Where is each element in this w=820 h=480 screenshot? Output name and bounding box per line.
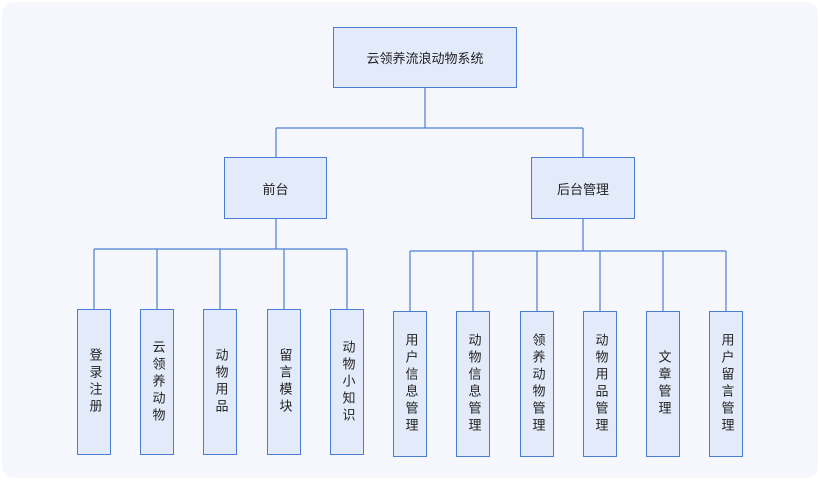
backend-child-node: 动物用品管理 <box>583 311 617 457</box>
frontend-child-node: 动物小知识 <box>330 309 364 455</box>
backend-child-label: 动物信息管理 <box>465 333 481 435</box>
frontend-child-label: 动物小知识 <box>339 339 355 425</box>
backend-node-label: 后台管理 <box>556 182 609 198</box>
frontend-child-node: 登录注册 <box>77 309 111 455</box>
backend-child-label: 用户信息管理 <box>402 333 418 435</box>
frontend-node-label: 前台 <box>262 182 289 198</box>
frontend-child-label: 留言模块 <box>276 348 292 416</box>
backend-child-node: 领养动物管理 <box>520 311 554 457</box>
backend-node: 后台管理 <box>531 157 635 219</box>
frontend-child-node: 动物用品 <box>203 309 237 455</box>
backend-child-node: 用户信息管理 <box>393 311 427 457</box>
frontend-child-node: 云领养动物 <box>140 309 174 455</box>
backend-child-node: 文章管理 <box>646 311 680 457</box>
backend-child-node: 用户留言管理 <box>709 311 743 457</box>
backend-child-label: 领养动物管理 <box>529 333 545 435</box>
frontend-child-label: 云领养动物 <box>149 339 165 425</box>
frontend-child-node: 留言模块 <box>267 309 301 455</box>
backend-child-node: 动物信息管理 <box>456 311 490 457</box>
backend-child-label: 用户留言管理 <box>718 333 734 435</box>
root-node-label: 云领养流浪动物系统 <box>366 52 484 67</box>
root-node: 云领养流浪动物系统 <box>333 27 517 88</box>
backend-child-label: 动物用品管理 <box>592 333 608 435</box>
frontend-child-label: 动物用品 <box>212 348 228 416</box>
frontend-node: 前台 <box>224 157 327 219</box>
frontend-child-label: 登录注册 <box>86 348 102 416</box>
backend-child-label: 文章管理 <box>655 350 671 418</box>
